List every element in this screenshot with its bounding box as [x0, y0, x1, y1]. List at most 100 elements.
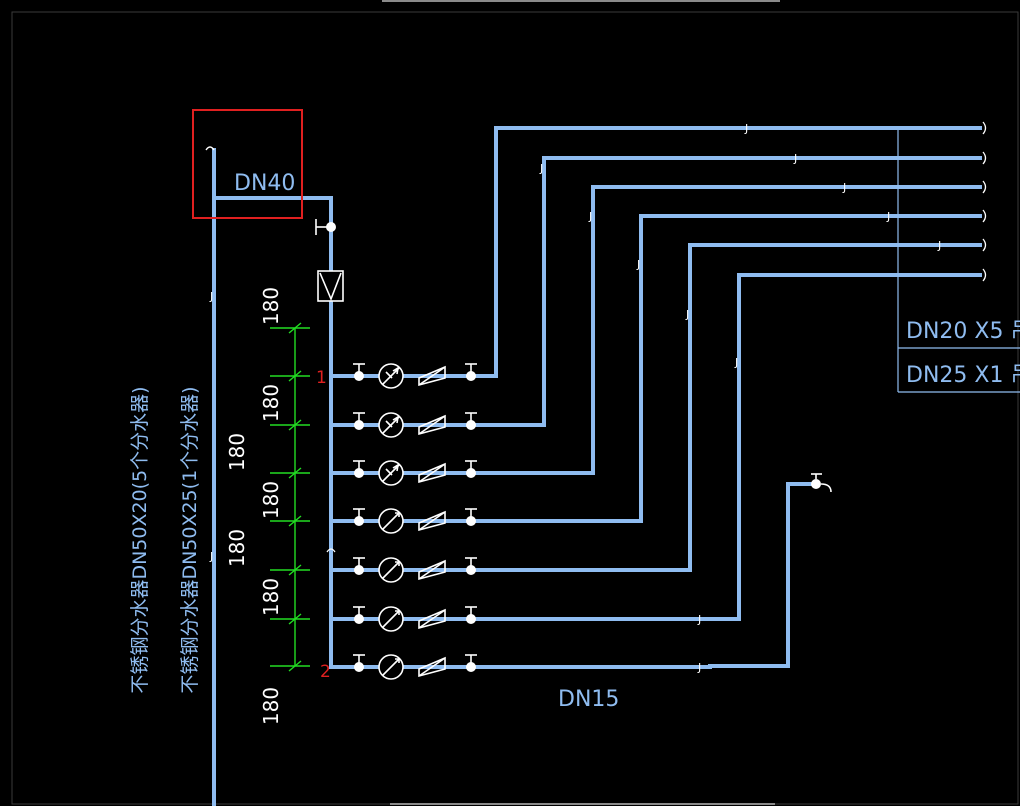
main-pipe-size-label: DN40	[234, 171, 295, 196]
legend-row-2: DN25 X1 吊	[906, 363, 1020, 388]
distribution-branch[interactable]	[329, 654, 498, 680]
supply-line[interactable]: JJ	[494, 209, 987, 523]
valve-icon[interactable]	[354, 614, 364, 624]
dimension-label: 180	[259, 578, 283, 616]
valve-icon[interactable]	[354, 420, 364, 430]
valve-icon[interactable]	[466, 565, 476, 575]
meter-needle	[382, 610, 400, 628]
supply-pipe[interactable]	[494, 185, 982, 475]
outlet-size-label: DN15	[558, 687, 619, 712]
pipe-end-cap	[982, 268, 987, 282]
dimension-tick-mark	[288, 564, 302, 576]
supply-line[interactable]: JJ	[326, 548, 741, 674]
valve-icon[interactable]	[354, 662, 364, 672]
meter-cross	[385, 371, 393, 379]
pipe-crossover	[326, 548, 336, 553]
meter-arrow	[395, 658, 400, 663]
riser-marker-top: J	[209, 290, 213, 303]
dimension-label: 180	[259, 481, 283, 519]
backflow-diagonal	[418, 415, 446, 435]
pipe-legend-table: DN20 X5 吊 DN25 X1 吊	[897, 128, 1020, 393]
main-valve[interactable]	[315, 219, 336, 235]
pipe-end-cap	[982, 209, 987, 223]
distribution-branch[interactable]	[329, 606, 498, 632]
dimension-labels: 180 180 180 180 180 180 180	[225, 287, 283, 725]
valve-icon[interactable]	[354, 468, 364, 478]
pipe-marker: J	[886, 210, 890, 223]
valve-icon[interactable]	[466, 371, 476, 381]
supply-line[interactable]: JJ	[494, 151, 987, 427]
distribution-branch[interactable]	[329, 508, 498, 534]
meter-arrow	[395, 512, 400, 517]
dimension-label: 180	[225, 529, 249, 567]
pipe-marker: J	[793, 152, 797, 165]
dimension-label: 180	[259, 384, 283, 422]
main-riser[interactable]: J J	[205, 146, 216, 806]
supply-pipe[interactable]	[494, 243, 982, 572]
valve-icon[interactable]	[354, 371, 364, 381]
valve-icon[interactable]	[466, 516, 476, 526]
valve-icon[interactable]	[466, 614, 476, 624]
dimension-tick-mark	[288, 419, 302, 431]
branch-marker-1: 1	[316, 368, 327, 388]
pipe-end-cap	[982, 151, 987, 165]
backflow-valve-icon[interactable]	[418, 510, 446, 532]
backflow-diagonal	[418, 511, 446, 531]
valve-icon[interactable]	[354, 516, 364, 526]
distribution-branch[interactable]	[329, 412, 498, 438]
valve-icon[interactable]	[466, 468, 476, 478]
check-valve[interactable]	[317, 270, 344, 302]
valve-icon[interactable]	[354, 565, 364, 575]
distribution-branches	[329, 363, 498, 680]
dimension-tick-mark	[288, 613, 302, 625]
supply-pipe[interactable]	[494, 214, 982, 523]
supply-pipe[interactable]	[494, 126, 982, 378]
supply-line[interactable]: JJ	[494, 238, 987, 572]
pipe-marker: J	[697, 661, 701, 674]
manifold-note-2: 不锈钢分水器DN50X25(1个分水器)	[179, 386, 201, 693]
highlight-box[interactable]	[192, 109, 303, 219]
faucet-icon[interactable]	[708, 473, 832, 668]
pipe-marker: J	[734, 356, 738, 369]
pipe-marker: J	[842, 181, 846, 194]
dimension-label: 180	[259, 287, 283, 325]
dimension-tick-mark	[288, 370, 302, 382]
branch-marker-2: 2	[320, 662, 331, 682]
valve-icon[interactable]	[466, 420, 476, 430]
pipe-marker: J	[744, 122, 748, 135]
distribution-branch[interactable]	[329, 363, 498, 389]
distribution-branch[interactable]	[329, 557, 498, 583]
backflow-diagonal	[418, 609, 446, 629]
dimension-label: 180	[259, 687, 283, 725]
pipe-marker: J	[685, 308, 689, 321]
meter-arrow	[395, 561, 400, 566]
meter-needle	[382, 512, 400, 530]
backflow-diagonal	[418, 560, 446, 580]
meter-needle	[382, 561, 400, 579]
legend-row-1: DN20 X5 吊	[906, 319, 1020, 344]
manifold-note-1: 不锈钢分水器DN50X20(5个分水器)	[129, 386, 151, 693]
supply-line[interactable]: JJ	[494, 180, 987, 475]
pipe-marker: J	[539, 162, 543, 175]
pipe-marker: J	[937, 239, 941, 252]
dn40-feed-pipe[interactable]	[212, 196, 333, 668]
dimension-chain	[270, 322, 310, 672]
meter-arrow	[392, 366, 400, 375]
dimension-tick-mark	[288, 467, 302, 479]
meter-arrow	[392, 463, 400, 472]
meter-needle	[382, 658, 400, 676]
meter-cross	[385, 420, 393, 428]
drawing-frame	[11, 11, 1019, 805]
backflow-diagonal	[418, 366, 446, 386]
pipe-end-cap	[982, 238, 987, 252]
distribution-branch[interactable]	[329, 460, 498, 486]
pipe-marker: J	[697, 613, 701, 626]
pipe-marker: J	[588, 210, 592, 223]
supply-pipe[interactable]	[494, 156, 982, 427]
supply-line[interactable]: J	[494, 121, 987, 378]
meter-arrow	[395, 610, 400, 615]
meter-arrow	[392, 415, 400, 424]
valve-icon[interactable]	[466, 662, 476, 672]
